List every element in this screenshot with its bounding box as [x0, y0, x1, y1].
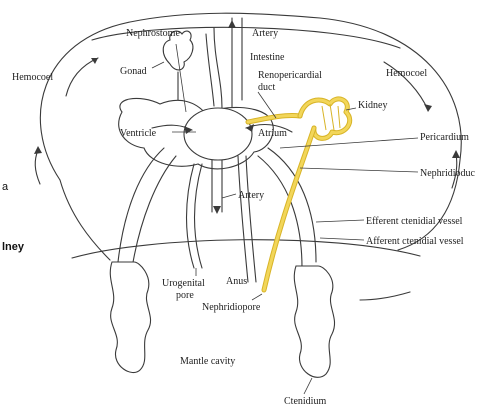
arrowhead [34, 146, 42, 154]
side-fragment-kidney: lney [2, 241, 25, 253]
leader-gonad [152, 62, 164, 68]
label-mantle-cavity: Mantle cavity [180, 356, 235, 367]
hemocoel-arrow-left [66, 58, 98, 96]
mantle-lower-right [360, 292, 410, 300]
leader-ctenidium [304, 378, 312, 394]
label-artery-mid: Artery [238, 190, 264, 201]
intestine-vessel-2 [206, 34, 214, 106]
leader-nephridioduct [300, 168, 418, 172]
ctenidium-left [110, 262, 150, 373]
label-ctenidium: Ctenidium [284, 396, 326, 407]
leader-artery-mid [222, 194, 236, 198]
arrowhead [452, 150, 460, 158]
hemocoel-arrow-left-low [35, 150, 40, 184]
label-renopericardial-1: Renopericardial [258, 70, 322, 81]
label-afferent: Afferent ctenidial vessel [366, 236, 464, 247]
label-hemocoel-right: Hemocoel [386, 68, 427, 79]
label-nephridiopore: Nephridiopore [202, 302, 261, 313]
ctenidium-right [294, 266, 334, 377]
label-pericardium: Pericardium [420, 132, 469, 143]
label-nephrostome: Nephrostome [126, 28, 180, 39]
label-nephridioduct: Nephridioduc [420, 168, 476, 179]
arrowhead [213, 206, 221, 214]
kidney-coils [322, 104, 340, 130]
arrowhead [424, 104, 432, 112]
leader-afferent [320, 238, 364, 240]
label-hemocoel-left: Hemocoel [12, 72, 53, 83]
label-gonad: Gonad [120, 66, 147, 77]
efferent-vessel-left [118, 148, 164, 262]
ventricle-organ [184, 108, 252, 160]
kidney-loop-highlight-inner [300, 99, 350, 138]
label-intestine: Intestine [250, 52, 285, 63]
label-kidney: Kidney [358, 100, 387, 111]
label-urogenital-2: pore [176, 290, 194, 301]
label-ventricle: Ventricle [120, 128, 157, 139]
urogenital-duct [187, 164, 195, 268]
label-atrium: Atrium [258, 128, 287, 139]
leader-efferent [316, 220, 364, 222]
leader-nephridiopore [252, 294, 262, 300]
label-efferent: Efferent ctenidial vessel [366, 216, 463, 227]
label-artery-top: Artery [252, 28, 278, 39]
urogenital-duct-2 [195, 164, 203, 268]
intestine-vessel [214, 28, 222, 108]
side-fragment-a: a [2, 181, 9, 193]
hemocoel-left-lower [60, 180, 110, 260]
intestine-lower-2 [246, 156, 256, 282]
leader-pericardium [280, 138, 418, 148]
label-urogenital-1: Urogenital [162, 278, 205, 289]
afferent-vessel-right [258, 156, 302, 268]
afferent-vessel-left [132, 156, 176, 268]
label-anus: Anus [226, 276, 247, 287]
label-renopericardial-2: duct [258, 82, 275, 93]
arrowhead [228, 20, 236, 28]
